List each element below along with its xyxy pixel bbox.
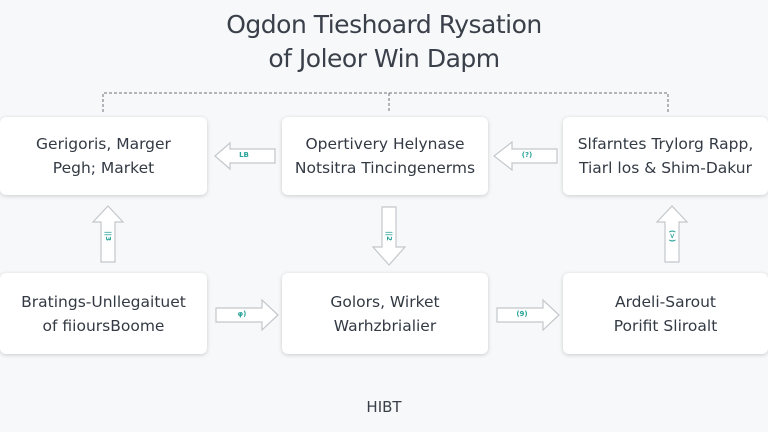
node-label: Opertivery Helynase: [305, 135, 465, 153]
arrow-label: (>): [668, 229, 676, 243]
arrow-up-icon: [91, 205, 125, 263]
node-label: Warhzbrialier: [333, 316, 437, 335]
arrow-label: LB: [239, 151, 249, 159]
diagram-title-line2: of Joleor Win Dapm: [268, 44, 500, 73]
node-box: Golors, Wirket Warhzbrialier: [282, 273, 488, 354]
node-box: Ardeli-Sarout Porifit Sliroalt: [563, 273, 768, 354]
arrow-label: ||3: [104, 231, 112, 241]
node-label: Gerigoris, Marger: [36, 135, 171, 153]
node-box: Bratings-Unllegaituet of fiioursBoome: [0, 273, 207, 354]
arrow-right-icon: [496, 298, 560, 332]
arrow-left-icon: [214, 141, 276, 171]
node-label: Golors, Wirket: [330, 292, 440, 311]
diagram-title-line1: Ogdon Tieshoard Rysation: [226, 10, 542, 39]
node-label: Pegh; Market: [52, 159, 155, 177]
arrow-label: ||2: [385, 231, 393, 241]
node-box: Gerigoris, Marger Pegh; Market: [0, 117, 207, 195]
node-label: of fiioursBoome: [42, 316, 165, 335]
arrow-right-icon: [215, 298, 279, 332]
node-label: Notsitra Tincingenerms: [294, 159, 476, 177]
arrow-label: (9): [516, 310, 528, 318]
node-label: Tiarl los & Shim-Dakur: [579, 159, 752, 177]
node-label: Slfarntes Trylorg Rapp,: [577, 135, 754, 153]
node-label: Bratings-Unllegaituet: [21, 292, 186, 311]
node-label: Porifit Sliroalt: [613, 316, 718, 335]
arrow-up-icon: [655, 205, 689, 263]
arrow-down-icon: [371, 206, 407, 266]
footer-label: HIBT: [366, 398, 402, 416]
arrow-label: φ): [237, 310, 247, 318]
arrow-left-icon: [493, 140, 558, 172]
dashed-bracket: [102, 92, 669, 112]
node-box: Slfarntes Trylorg Rapp, Tiarl los & Shim…: [563, 117, 768, 195]
node-box: Opertivery Helynase Notsitra Tincingener…: [282, 117, 488, 195]
node-label: Ardeli-Sarout: [614, 292, 717, 311]
arrow-label: (?): [521, 151, 533, 159]
